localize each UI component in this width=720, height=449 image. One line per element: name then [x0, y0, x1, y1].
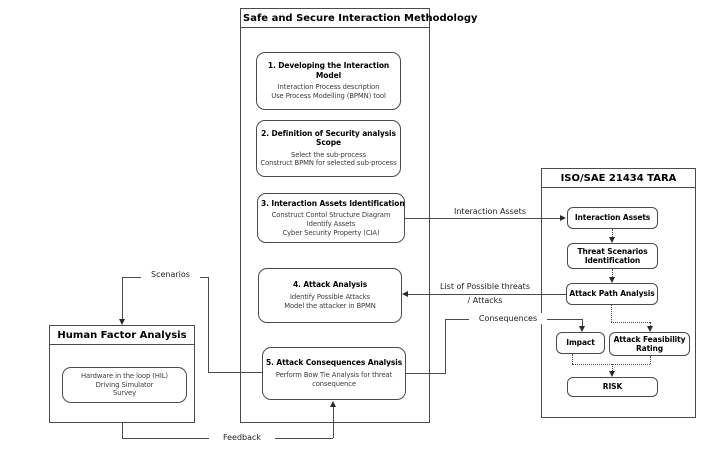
- hfa-line-2: Driving Simulator: [95, 380, 154, 389]
- edge-scenarios-v2: [122, 277, 123, 319]
- tara-node-attack-path: Attack Path Analysis: [566, 283, 658, 305]
- tara-node-impact: Impact: [556, 332, 605, 354]
- human-factor-methods-box: Hardware in the loop (HIL) Driving Simul…: [62, 367, 187, 403]
- tara-panel-title: ISO/SAE 21434 TARA: [542, 169, 695, 188]
- step-5-line-1: Perform Bow Tie Analysis for threat cons…: [275, 370, 393, 388]
- edge-label-interaction-assets: Interaction Assets: [454, 207, 526, 216]
- step-3-line-3: Cyber Security Property (CIA): [282, 228, 380, 237]
- tara-connector-ap-to-afr-v2: [650, 322, 651, 326]
- tara-connector-ts-to-ap: [612, 269, 613, 277]
- step-2-box: 2. Definition of Security analysis Scope…: [256, 120, 401, 177]
- tara-node-interaction-assets: Interaction Assets: [567, 207, 658, 229]
- edge-consequences-h1: [406, 373, 445, 374]
- edge-threats-line: [408, 294, 566, 295]
- step-5-details: Perform Bow Tie Analysis for threat cons…: [266, 371, 402, 389]
- step-1-box: 1. Developing the Interaction Model Inte…: [256, 52, 401, 110]
- step-5-title: 5. Attack Consequences Analysis: [266, 358, 403, 368]
- step-2-details: Select the sub-process Construct BPMN fo…: [260, 151, 397, 169]
- edge-scenarios-h1: [208, 372, 262, 373]
- edge-label-threats-line1: List of Possible threats: [440, 282, 530, 291]
- step-3-line-1: Construct Contol Structure Diagram: [271, 210, 391, 219]
- arrowhead-down-ap: [609, 277, 615, 283]
- methodology-panel-title: Safe and Secure Interaction Methodology: [241, 9, 478, 28]
- step-3-box: 3. Interaction Assets Identification Con…: [257, 193, 405, 243]
- edge-consequences-v1: [445, 319, 446, 374]
- edge-label-scenarios: Scenarios: [141, 269, 200, 280]
- human-factor-panel-title: Human Factor Analysis: [50, 326, 194, 345]
- tara-connector-risk-v: [612, 364, 613, 371]
- tara-node-threat-scenarios: Threat Scenarios Identification: [567, 243, 658, 269]
- step-5-box: 5. Attack Consequences Analysis Perform …: [262, 347, 406, 400]
- edge-feedback-v2: [333, 407, 334, 438]
- tara-connector-afr-to-risk-v: [650, 356, 651, 364]
- edge-feedback-v1: [122, 423, 123, 438]
- tara-node-attack-feasibility: Attack Feasibility Rating: [609, 332, 690, 356]
- edge-scenarios-v1: [208, 277, 209, 373]
- step-2-title: 2. Definition of Security analysis Scope: [261, 128, 396, 148]
- step-1-details: Interaction Process description Use Proc…: [260, 83, 397, 101]
- edge-label-threats-line2: / Attacks: [467, 296, 503, 305]
- arrowhead-down-ts: [609, 237, 615, 243]
- edge-interaction-assets-line: [405, 218, 560, 219]
- step-4-details: Identify Possible Attacks Model the atta…: [262, 293, 398, 311]
- arrowhead-up-step5: [330, 401, 336, 407]
- tara-connector-ap-to-afr-h: [611, 322, 650, 323]
- step-3-details: Construct Contol Structure Diagram Ident…: [261, 211, 401, 237]
- arrowhead-right-interaction-assets: [560, 215, 566, 221]
- step-4-line-1: Identify Possible Attacks: [289, 292, 371, 301]
- step-1-line-2: Use Process Modelling (BPMN) tool: [271, 91, 386, 100]
- tara-connector-ap-to-afr-v1: [611, 305, 612, 322]
- step-3-title: 3. Interaction Assets Identification: [261, 198, 405, 208]
- step-4-title: 4. Attack Analysis: [292, 280, 368, 290]
- tara-connector-ia-to-ts: [612, 229, 613, 237]
- arrowhead-down-hfa: [119, 319, 125, 325]
- arrowhead-left-threats: [402, 291, 408, 297]
- hfa-line-1: Hardware in the loop (HIL): [81, 371, 168, 380]
- arrowhead-down-risk: [609, 371, 615, 377]
- human-factor-methods: Hardware in the loop (HIL) Driving Simul…: [66, 372, 183, 398]
- hfa-line-3: Survey: [112, 389, 137, 398]
- arrowhead-down-impact: [579, 326, 585, 332]
- tara-connector-impact-to-risk-v: [572, 354, 573, 364]
- edge-label-feedback: Feedback: [209, 432, 275, 443]
- tara-connector-risk-h: [572, 364, 650, 365]
- tara-node-risk: RISK: [567, 377, 658, 397]
- step-4-line-2: Model the attacker in BPMN: [284, 301, 376, 310]
- step-2-line-1: Select the sub-process: [291, 150, 366, 159]
- step-2-line-2: Construct BPMN for selected sub-process: [260, 159, 397, 168]
- step-3-line-2: Identify Assets: [306, 219, 356, 228]
- arrowhead-down-afr: [647, 326, 653, 332]
- edge-consequences-v2: [582, 319, 583, 327]
- step-1-title: 1. Developing the Interaction Model: [267, 61, 390, 80]
- step-4-box: 4. Attack Analysis Identify Possible Att…: [258, 268, 402, 323]
- edge-label-consequences: Consequences: [469, 313, 547, 324]
- step-1-line-1: Interaction Process description: [277, 83, 380, 92]
